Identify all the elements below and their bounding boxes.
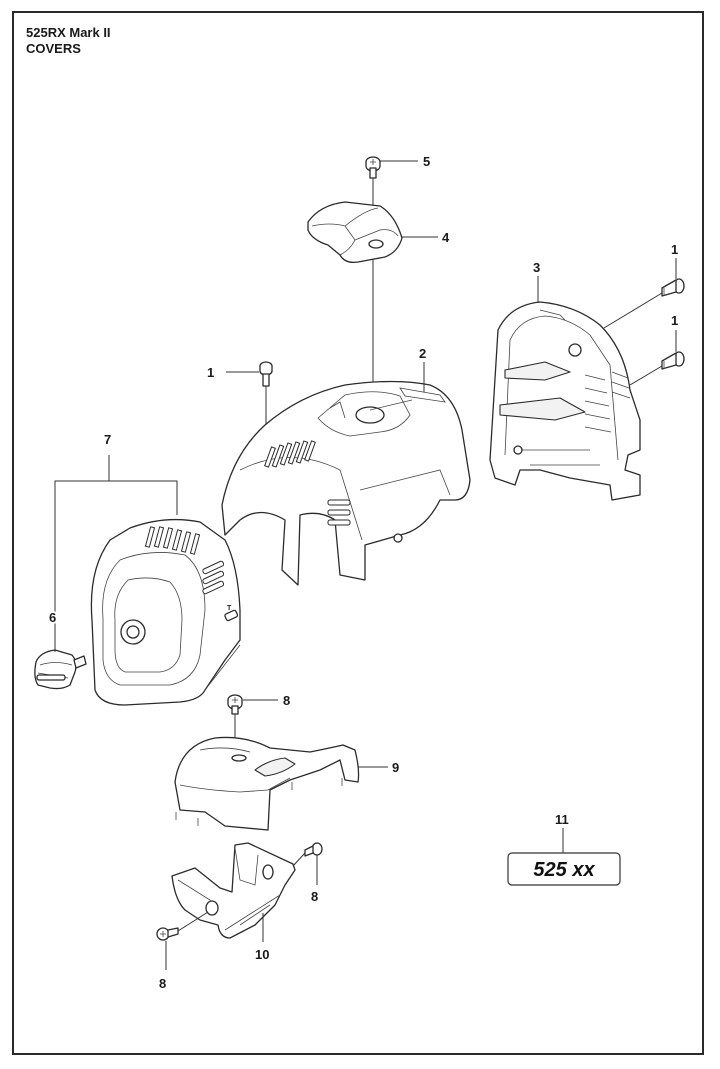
model-name: 525RX Mark II <box>26 25 111 40</box>
part-9-lower-cover[interactable] <box>174 736 360 831</box>
assembly-line-8c <box>177 911 209 932</box>
callout-5[interactable]: 5 <box>423 154 430 169</box>
callout-11[interactable]: 11 <box>555 812 569 827</box>
part-8-screw-left[interactable] <box>156 927 179 941</box>
part-1-screw-rear-lower[interactable] <box>661 351 685 370</box>
callout-4[interactable]: 4 <box>442 230 450 245</box>
callout-2[interactable]: 2 <box>419 346 426 361</box>
callout-1a[interactable]: 1 <box>207 365 214 380</box>
part-6-knob[interactable] <box>34 649 87 690</box>
rear-cover-ribs <box>584 371 631 433</box>
svg-text:T: T <box>227 605 232 612</box>
callout-3[interactable]: 3 <box>533 260 540 275</box>
callout-8c[interactable]: 8 <box>159 976 166 991</box>
assembly-line-1c <box>629 365 663 386</box>
cover-vents-top <box>264 440 316 468</box>
callout-1b[interactable]: 1 <box>671 242 678 257</box>
callout-1c[interactable]: 1 <box>671 313 678 328</box>
cover-vents-side <box>327 499 351 526</box>
diagram-title: 525RX Mark II COVERS <box>26 25 111 57</box>
callout-8b[interactable]: 8 <box>311 889 318 904</box>
callout-8a[interactable]: 8 <box>283 693 290 708</box>
part-8-screw-top[interactable] <box>227 694 243 715</box>
filter-cover-vents-side <box>202 560 225 595</box>
part-10-bottom-plate[interactable] <box>171 842 296 939</box>
diagram-frame <box>12 11 704 1055</box>
part-1-screw-left[interactable] <box>259 361 273 387</box>
filter-cover-vents-top <box>144 526 201 555</box>
callout-10[interactable]: 10 <box>255 947 269 962</box>
part-3-rear-cover[interactable] <box>489 301 641 501</box>
assembly-line-1b <box>603 292 663 329</box>
part-4-handle-cover[interactable] <box>307 201 403 263</box>
part-5-screw[interactable] <box>365 156 381 179</box>
bracket-7 <box>54 480 178 600</box>
part-1-screw-rear-upper[interactable] <box>661 278 685 297</box>
callout-7[interactable]: 7 <box>104 432 111 447</box>
callout-9[interactable]: 9 <box>392 760 399 775</box>
part-2-cylinder-cover[interactable] <box>221 380 471 586</box>
part-8-screw-right[interactable] <box>304 842 323 857</box>
decal-text: 525 xx <box>533 859 595 881</box>
part-7-air-filter-cover[interactable]: T <box>90 518 241 706</box>
assembly-line-8b <box>292 852 306 867</box>
part-11-decal[interactable]: 525 xx <box>507 852 621 886</box>
section-name: COVERS <box>26 41 81 56</box>
callout-6[interactable]: 6 <box>47 608 58 627</box>
